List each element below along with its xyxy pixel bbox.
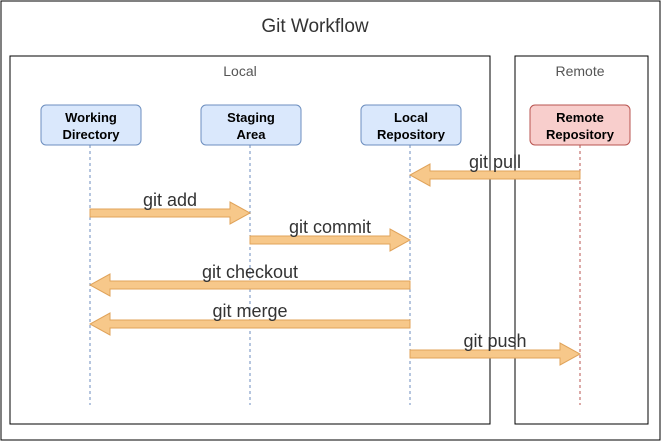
arrow-git-merge: git merge bbox=[88, 301, 411, 336]
arrow-shape bbox=[89, 201, 252, 225]
node-box bbox=[529, 104, 631, 146]
arrow-shape bbox=[88, 312, 411, 336]
local-group-label: Local bbox=[223, 63, 256, 79]
arrow-shape bbox=[409, 342, 582, 366]
node-box bbox=[360, 104, 462, 146]
arrow-git-add: git add bbox=[89, 190, 252, 225]
arrow-shape bbox=[88, 273, 411, 297]
node-label-line2: Directory bbox=[62, 127, 120, 142]
node-label-line1: Staging bbox=[227, 110, 275, 125]
remote-group-label: Remote bbox=[555, 63, 604, 79]
arrow-label: git merge bbox=[212, 301, 287, 321]
node-label-line1: Local bbox=[394, 110, 428, 125]
diagram-title: Git Workflow bbox=[261, 16, 369, 37]
node-working-directory: Working Directory bbox=[40, 104, 142, 146]
arrow-git-push: git push bbox=[409, 331, 582, 366]
node-box bbox=[40, 104, 142, 146]
local-group-box bbox=[9, 55, 491, 425]
remote-group-box bbox=[514, 55, 649, 425]
node-local-repository: Local Repository bbox=[360, 104, 462, 146]
arrow-label: git pull bbox=[469, 152, 521, 172]
arrow-git-commit: git commit bbox=[249, 217, 412, 252]
arrow-label: git checkout bbox=[202, 262, 298, 282]
arrow-label: git push bbox=[463, 331, 526, 351]
node-label-line2: Repository bbox=[546, 127, 615, 142]
arrow-git-pull: git pull bbox=[408, 152, 581, 187]
arrow-shape bbox=[408, 163, 581, 187]
node-label-line1: Remote bbox=[556, 110, 604, 125]
arrow-git-checkout: git checkout bbox=[88, 262, 411, 297]
arrow-label: git add bbox=[143, 190, 197, 210]
arrow-shape bbox=[249, 228, 412, 252]
node-remote-repository: Remote Repository bbox=[529, 104, 631, 146]
node-label-line2: Repository bbox=[377, 127, 446, 142]
node-staging-area: Staging Area bbox=[200, 104, 302, 146]
node-box bbox=[200, 104, 302, 146]
node-label-line2: Area bbox=[237, 127, 267, 142]
arrow-label: git commit bbox=[289, 217, 371, 237]
node-label-line1: Working bbox=[65, 110, 117, 125]
